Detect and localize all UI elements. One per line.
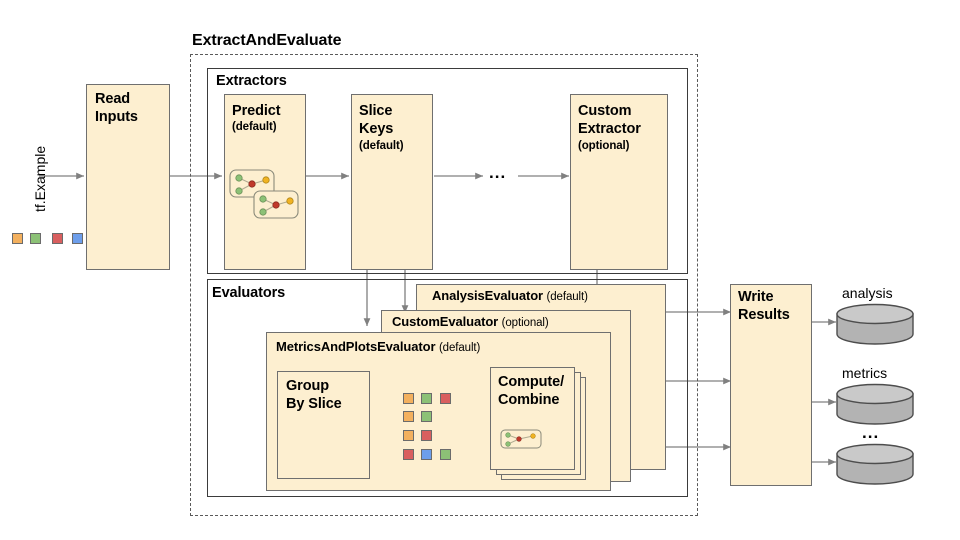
read-inputs-label-line1: Read: [95, 91, 131, 107]
swatch: [421, 411, 432, 422]
group-by-slice-label-line1: Group: [286, 378, 329, 394]
swatch: [440, 449, 451, 460]
extractor-predict-qualifier: (default): [232, 121, 277, 133]
swatch: [421, 430, 432, 441]
extractors-ellipsis: ...: [489, 163, 507, 182]
group-by-slice-box[interactable]: [277, 371, 370, 479]
extractor-custom-name-line1: Custom: [578, 103, 632, 119]
swatch: [421, 449, 432, 460]
extractor-custom-qualifier: (optional): [578, 140, 630, 152]
sink-label-analysis: analysis: [842, 285, 893, 301]
compute-combine-box[interactable]: [490, 367, 575, 470]
other-database-icon: [836, 443, 914, 485]
extractor-slice-keys-qualifier: (default): [359, 140, 404, 152]
extract-and-evaluate-title: ExtractAndEvaluate: [192, 32, 342, 49]
custom-evaluator-name: CustomEvaluator: [392, 314, 499, 329]
evaluators-title: Evaluators: [212, 285, 286, 301]
analysis-evaluator-label: AnalysisEvaluator (default): [432, 288, 588, 304]
sink-label-metrics: metrics: [842, 365, 888, 381]
write-results-label-line1: Write: [738, 289, 774, 305]
group-by-slice-label-line2: By Slice: [286, 396, 342, 412]
swatch: [403, 449, 414, 460]
extractor-custom-box[interactable]: [570, 94, 668, 270]
extractor-slice-keys-name-line2: Keys: [359, 121, 394, 137]
evaluators-panel: [207, 279, 688, 497]
metrics-and-plots-evaluator-label: MetricsAndPlotsEvaluator (default): [276, 339, 481, 355]
write-results-box[interactable]: [730, 284, 812, 486]
swatch: [72, 233, 83, 244]
swatch: [440, 393, 451, 404]
extractor-predict-box[interactable]: [224, 94, 306, 270]
swatch: [403, 411, 414, 422]
swatch: [403, 393, 414, 404]
compute-combine-label-line1: Compute/: [498, 374, 565, 390]
compute-combine-label-line2: Combine: [498, 392, 560, 408]
analysis-database-icon: [836, 303, 914, 345]
sink-label-more: ...: [862, 423, 880, 442]
extractor-slice-keys-box[interactable]: [351, 94, 433, 270]
swatch: [421, 393, 432, 404]
metrics-and-plots-evaluator-name: MetricsAndPlotsEvaluator: [276, 339, 436, 354]
extract-and-evaluate-group: [190, 54, 698, 516]
custom-evaluator-qualifier: (optional): [501, 317, 549, 329]
metrics-and-plots-evaluator-qualifier: (default): [438, 342, 481, 354]
extractors-title: Extractors: [216, 73, 287, 89]
swatch: [12, 233, 23, 244]
read-inputs-label-line2: Inputs: [95, 109, 138, 125]
swatch: [30, 233, 41, 244]
custom-evaluator-label: CustomEvaluator (optional): [392, 314, 549, 330]
extractors-panel: [207, 68, 688, 274]
compute-combine-graph-icon: [500, 429, 542, 449]
extractor-predict-name: Predict: [232, 103, 281, 119]
predict-graph-icon: [229, 169, 299, 219]
extractor-custom-name-line2: Extractor: [578, 121, 641, 137]
swatch: [403, 430, 414, 441]
analysis-evaluator-name: AnalysisEvaluator: [432, 288, 544, 303]
read-inputs-box[interactable]: [86, 84, 170, 270]
analysis-evaluator-qualifier: (default): [546, 291, 588, 303]
input-label: tf.Example: [32, 145, 48, 212]
extractor-slice-keys-name-line1: Slice: [359, 103, 393, 119]
swatch: [52, 233, 63, 244]
write-results-label-line2: Results: [738, 307, 790, 323]
metrics-database-icon: [836, 383, 914, 425]
